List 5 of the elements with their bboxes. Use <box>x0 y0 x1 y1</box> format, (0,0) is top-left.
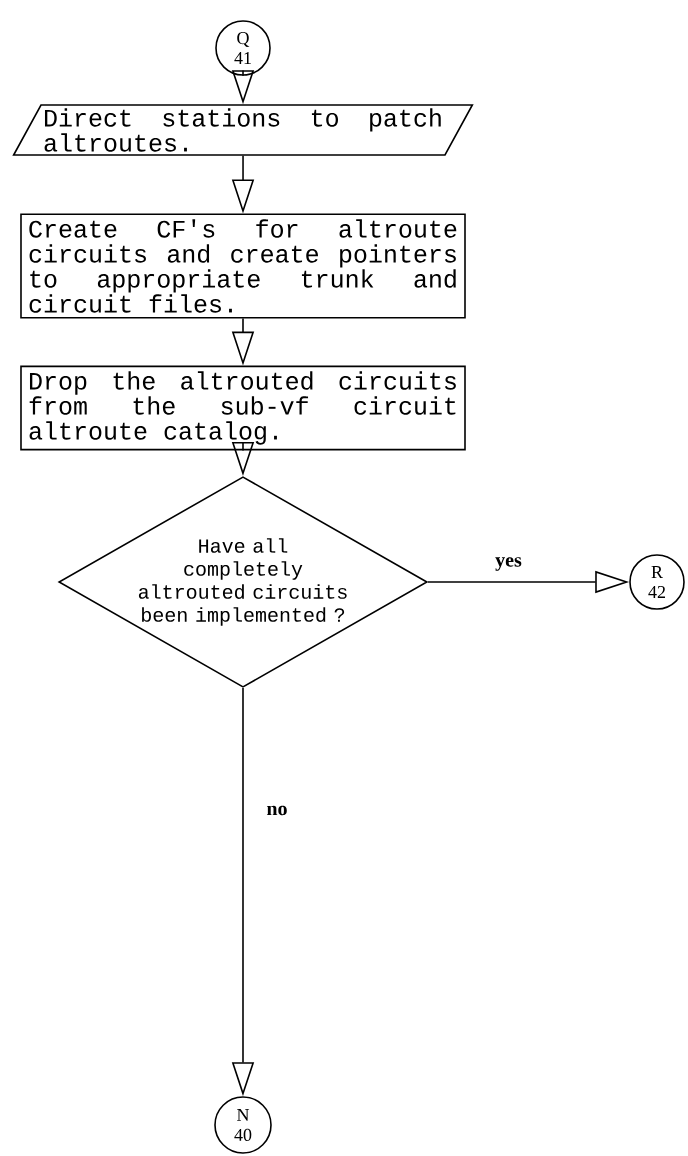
edge-label: yes <box>495 557 522 571</box>
edge-label: no <box>266 805 287 816</box>
process-box: Drop the altrouted circuits from the sub-vf circuit altroute catalog. <box>20 365 466 451</box>
input-output-box: Direct stations to patch altroutes. <box>12 104 474 156</box>
process-box: Create CF's for altroute circuits and create pointers to appropriate trunk and circuit files. <box>20 213 466 319</box>
